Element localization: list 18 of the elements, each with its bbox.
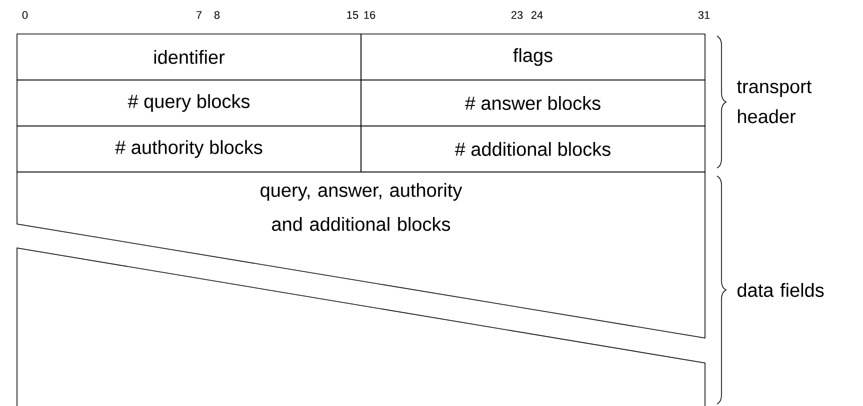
field-cell: flags xyxy=(360,34,706,80)
bit-number: 15 xyxy=(347,11,358,19)
field-cell: # answer blocks xyxy=(360,80,706,126)
field-cell: identifier xyxy=(16,34,362,80)
bit-number: 0 xyxy=(22,11,28,19)
field-cell: # additional blocks xyxy=(360,126,706,172)
bit-number: 31 xyxy=(698,11,710,19)
field-cell: # authority blocks xyxy=(16,126,362,172)
bit-number: 24 xyxy=(531,11,543,19)
bit-number: 16 xyxy=(364,11,376,19)
data-field: query, answer, authority and additional blocks xyxy=(16,172,706,338)
brace-label: data fields xyxy=(738,283,824,297)
brace-label: transport header xyxy=(737,80,812,124)
data-field xyxy=(16,248,706,406)
field-cell: # query blocks xyxy=(16,80,362,126)
bit-number: 7 xyxy=(196,11,202,19)
bit-number: 8 xyxy=(214,11,220,19)
bit-number: 23 xyxy=(511,11,523,19)
